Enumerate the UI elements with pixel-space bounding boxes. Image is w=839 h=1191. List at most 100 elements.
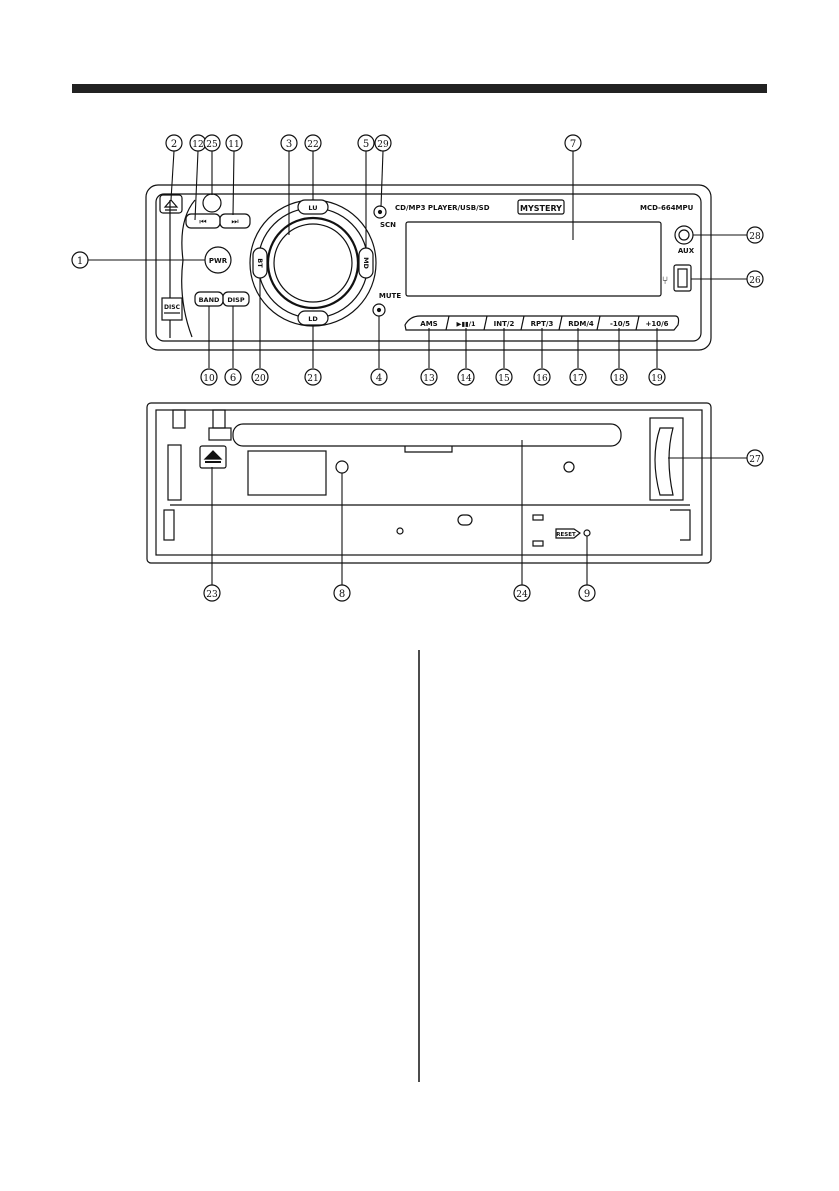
- callout-21: 21: [304, 368, 322, 386]
- eject-button[interactable]: [199, 445, 227, 469]
- svg-text:+10/6: +10/6: [645, 320, 668, 328]
- svg-text:14: 14: [460, 374, 472, 384]
- product-line: CD/MP3 PLAYER/USB/SD: [395, 204, 490, 212]
- callout-10: 10: [200, 368, 218, 386]
- callout-22: 22: [304, 134, 322, 152]
- prev-track-button[interactable]: ⏮: [185, 213, 221, 229]
- callout-16: 16: [533, 368, 551, 386]
- mute-label: MUTE: [379, 292, 401, 300]
- svg-text:BT: BT: [256, 258, 264, 268]
- svg-text:RESET: RESET: [556, 532, 576, 538]
- mute-button[interactable]: [372, 303, 386, 317]
- next-track-button[interactable]: ⏭: [219, 213, 251, 229]
- callout-29: 29: [374, 134, 392, 152]
- int-button[interactable]: INT/2: [494, 320, 515, 328]
- volume-knob[interactable]: [249, 199, 377, 327]
- callout-26: 26: [746, 270, 764, 288]
- callout-15: 15: [495, 368, 513, 386]
- callout-23: 23: [203, 584, 221, 602]
- svg-text:⏮: ⏮: [199, 217, 206, 226]
- preset-buttons: AMS ▶▮▮/1 INT/2 RPT/3 RDM/4 -10/5: [404, 315, 680, 331]
- svg-text:RDM/4: RDM/4: [568, 320, 594, 328]
- md-button[interactable]: MD: [358, 247, 374, 279]
- scn-button[interactable]: [373, 205, 387, 219]
- band-button[interactable]: BAND: [194, 291, 224, 307]
- callout-8: 8: [333, 584, 351, 602]
- ams-button[interactable]: AMS: [420, 320, 437, 328]
- small-hole: [396, 527, 404, 535]
- aux-label: AUX: [678, 247, 695, 255]
- ld-button[interactable]: LD: [297, 310, 329, 326]
- aux-jack[interactable]: [674, 225, 694, 245]
- reset-button[interactable]: RESET: [555, 528, 591, 539]
- usb-port[interactable]: [673, 264, 692, 292]
- callout-2: 2: [165, 134, 183, 152]
- callout-20: 20: [251, 368, 269, 386]
- svg-text:▶▮▮/1: ▶▮▮/1: [456, 320, 476, 328]
- svg-text:25: 25: [206, 140, 218, 150]
- rpt-button[interactable]: RPT/3: [531, 320, 554, 328]
- svg-text:12: 12: [192, 140, 203, 150]
- callout-7: 7: [564, 134, 582, 152]
- callout-24: 24: [513, 584, 531, 602]
- connector-window: [247, 450, 327, 496]
- svg-text:10: 10: [203, 374, 215, 384]
- svg-text:17: 17: [572, 374, 584, 384]
- screw-hole-right: [563, 461, 575, 473]
- callout-19: 19: [648, 368, 666, 386]
- svg-text:19: 19: [651, 374, 663, 384]
- callout-13: 13: [420, 368, 438, 386]
- svg-text:RPT/3: RPT/3: [531, 320, 554, 328]
- chassis: RESET: [146, 402, 712, 564]
- svg-text:-10/5: -10/5: [610, 320, 630, 328]
- svg-text:6: 6: [230, 373, 236, 384]
- lu-button[interactable]: LU: [297, 199, 329, 215]
- plus10-button[interactable]: +10/6: [645, 320, 668, 328]
- svg-text:26: 26: [749, 276, 761, 286]
- callouts: 1 2 3 4 5 6 7 8 9 10 11 12 13 14 15 16 1…: [71, 134, 764, 602]
- svg-text:7: 7: [570, 139, 576, 150]
- svg-text:9: 9: [584, 589, 590, 600]
- callout-18: 18: [610, 368, 628, 386]
- header-bar: [72, 84, 767, 93]
- svg-text:27: 27: [749, 455, 761, 465]
- callout-28: 28: [746, 226, 764, 244]
- svg-text:13: 13: [423, 374, 435, 384]
- callout-6: 6: [224, 368, 242, 386]
- svg-text:28: 28: [749, 232, 761, 242]
- svg-text:24: 24: [516, 590, 528, 600]
- power-button[interactable]: PWR: [204, 246, 232, 274]
- callout-14: 14: [457, 368, 475, 386]
- rdm-button[interactable]: RDM/4: [568, 320, 594, 328]
- callout-1: 1: [71, 251, 89, 269]
- leader-lines: [88, 150, 747, 585]
- svg-text:16: 16: [536, 374, 548, 384]
- model-name: MCD-664MPU: [640, 204, 694, 212]
- play-pause-button[interactable]: ▶▮▮/1: [456, 320, 476, 328]
- oval-hole: [457, 514, 473, 526]
- svg-text:AMS: AMS: [420, 320, 437, 328]
- pwr-label: PWR: [209, 257, 228, 265]
- lcd-display: [405, 221, 662, 297]
- disc-slot: [232, 423, 622, 453]
- svg-text:2: 2: [171, 139, 177, 150]
- svg-text:29: 29: [377, 140, 389, 150]
- sd-card-slot: [649, 417, 684, 501]
- svg-text:23: 23: [206, 590, 218, 600]
- svg-text:20: 20: [254, 374, 266, 384]
- callout-17: 17: [569, 368, 587, 386]
- bt-button[interactable]: BT: [252, 247, 268, 279]
- svg-text:3: 3: [286, 139, 292, 150]
- minus10-button[interactable]: -10/5: [610, 320, 630, 328]
- front-panel: DISC ⏮ ⏭ PWR BAND DISP: [145, 184, 712, 351]
- svg-text:1: 1: [77, 256, 83, 267]
- callout-11: 11: [225, 134, 243, 152]
- svg-text:4: 4: [376, 373, 382, 384]
- svg-text:⏭: ⏭: [231, 217, 238, 226]
- scn-label: SCN: [380, 221, 396, 229]
- callout-27: 27: [746, 449, 764, 467]
- svg-text:MYSTERY: MYSTERY: [520, 204, 562, 213]
- disp-button[interactable]: DISP: [222, 291, 250, 307]
- callout-3: 3: [280, 134, 298, 152]
